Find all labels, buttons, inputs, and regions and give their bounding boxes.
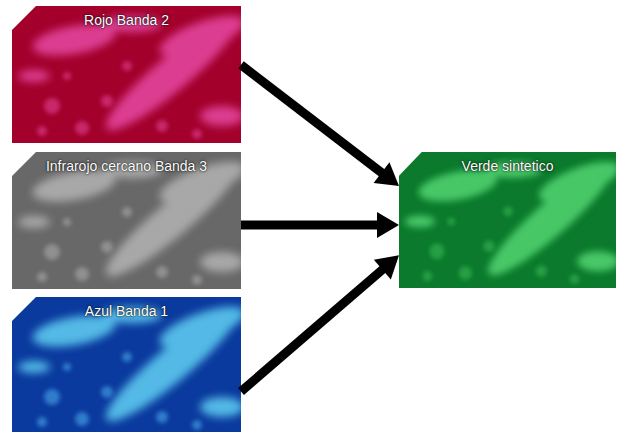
arrowhead <box>374 162 399 186</box>
band-label: Infrarojo cercano Banda 3 <box>46 158 207 175</box>
band-label: Verde sintetico <box>462 158 554 175</box>
synthetic-green-image <box>399 152 617 288</box>
arrow <box>241 212 399 238</box>
band-label: Azul Banda 1 <box>85 303 168 320</box>
arrow <box>241 65 399 186</box>
satellite-image: Verde sintetico <box>399 152 616 288</box>
band-label: Rojo Banda 2 <box>84 12 169 29</box>
satellite-image: Azul Banda 1 <box>12 297 241 432</box>
near-infrared-image <box>12 152 249 289</box>
arrow <box>241 255 399 391</box>
arrow-shaft <box>241 221 379 230</box>
arrowhead <box>377 212 399 238</box>
satellite-image: Infrarojo cercano Banda 3 <box>12 152 241 288</box>
red-band-image <box>12 6 249 143</box>
arrow-shaft <box>241 268 384 391</box>
blue-band-image <box>12 297 249 432</box>
satellite-image: Rojo Banda 2 <box>12 6 241 143</box>
arrow-shaft <box>241 65 383 174</box>
arrowhead <box>374 255 399 279</box>
